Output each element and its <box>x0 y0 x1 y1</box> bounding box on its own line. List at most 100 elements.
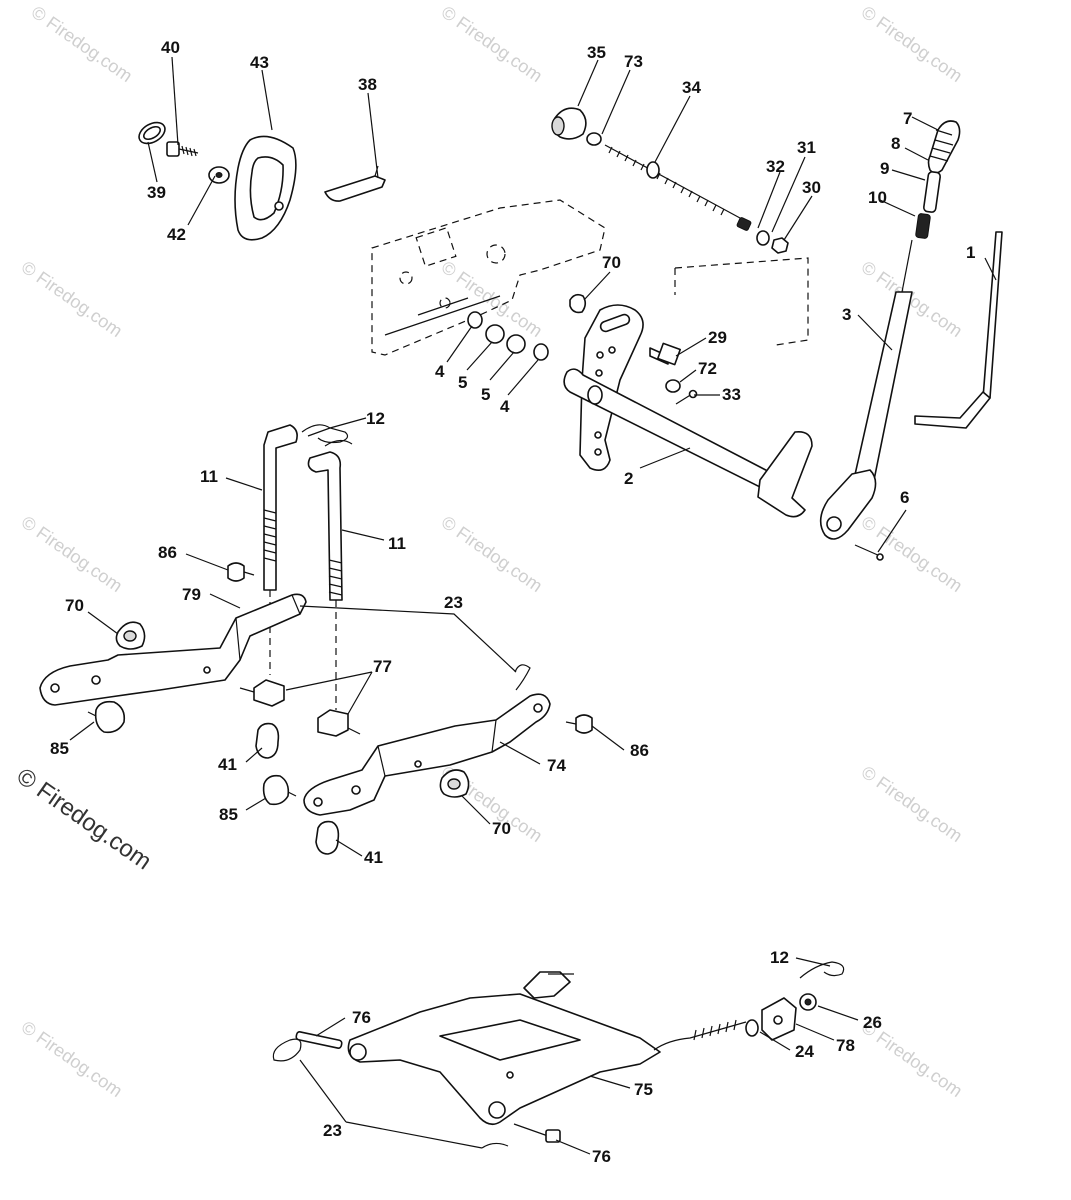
callout-8: 8 <box>891 134 900 153</box>
part-40-bolt <box>166 141 199 157</box>
part-86-bolt-right <box>565 714 593 734</box>
callout-12-top: 12 <box>366 409 385 428</box>
part-79-arm <box>39 593 307 706</box>
watermark: © Firedog.com <box>858 762 966 846</box>
callout-86-left: 86 <box>158 543 177 562</box>
callout-72: 72 <box>698 359 717 378</box>
part-86-bolt-left <box>227 562 255 582</box>
part-2-shaft <box>563 368 813 518</box>
callout-10: 10 <box>868 188 887 207</box>
part-85-knob-left <box>87 700 126 734</box>
callout-79: 79 <box>182 585 201 604</box>
callout-43: 43 <box>250 53 269 72</box>
watermark-main: © Firedog.com <box>12 763 157 876</box>
callout-85-left: 85 <box>50 739 69 758</box>
part-11-link-left <box>263 424 298 675</box>
part-24-nut <box>745 1019 759 1037</box>
callout-77: 77 <box>373 657 392 676</box>
part-72-washer <box>665 379 681 393</box>
callout-41-bottom: 41 <box>364 848 383 867</box>
part-70-nut-right <box>439 769 470 798</box>
callout-39: 39 <box>147 183 166 202</box>
callout-31: 31 <box>797 138 816 157</box>
part-41-nut-a <box>255 722 280 759</box>
callout-40: 40 <box>161 38 180 57</box>
part-75-plate <box>347 993 661 1126</box>
callout-2: 2 <box>624 469 633 488</box>
callout-30: 30 <box>802 178 821 197</box>
part-70-nut-left <box>115 621 146 650</box>
part-33-screw <box>675 389 698 405</box>
part-23-clip-bottom <box>272 1038 302 1062</box>
callout-11-left: 11 <box>200 467 218 486</box>
part-85-knob-right <box>262 774 297 806</box>
callout-35: 35 <box>587 43 606 62</box>
part-23-clip-bottom-right <box>481 1142 509 1149</box>
callout-29: 29 <box>708 328 727 347</box>
watermark: © Firedog.com <box>858 512 966 596</box>
part-73-washer <box>586 132 602 146</box>
callout-9: 9 <box>880 159 889 178</box>
watermark: © Firedog.com <box>858 2 966 86</box>
part-74-arm <box>303 693 551 816</box>
part-23-clip-mid <box>514 664 531 691</box>
guide-line <box>674 257 809 346</box>
callout-4-right: 4 <box>500 397 510 416</box>
part-34-rod <box>604 144 741 219</box>
part-43-guide <box>234 135 297 241</box>
callout-23-bottom: 23 <box>323 1121 342 1140</box>
watermark: © Firedog.com <box>438 512 546 596</box>
part-75-rod <box>653 1019 747 1051</box>
callout-75: 75 <box>634 1080 653 1099</box>
part-30-nut <box>771 237 789 254</box>
part-76-pin-top <box>295 1031 343 1049</box>
rings-group <box>467 311 549 361</box>
watermark: © Firedog.com <box>858 257 966 341</box>
part-26-washer <box>799 993 817 1011</box>
part-35-knob <box>551 107 587 140</box>
callout-41-top: 41 <box>218 755 237 774</box>
part-75-stud <box>523 971 574 999</box>
callout-42: 42 <box>167 225 186 244</box>
watermark: © Firedog.com <box>18 512 126 596</box>
callout-70-top: 70 <box>602 253 621 272</box>
part-41-nut-b <box>315 820 340 855</box>
watermark-layer: © Firedog.com © Firedog.com © Firedog.co… <box>12 2 967 1101</box>
callout-6: 6 <box>900 488 909 507</box>
callout-74: 74 <box>547 756 566 775</box>
callout-78: 78 <box>836 1036 855 1055</box>
part-78-trunnion <box>761 997 797 1041</box>
frame-bracket <box>371 199 606 356</box>
watermark: © Firedog.com <box>28 2 136 86</box>
part-77-trunnion-right <box>317 709 361 737</box>
watermark: © Firedog.com <box>18 257 126 341</box>
callout-11-right: 11 <box>388 534 406 553</box>
part-3-lever <box>819 239 913 540</box>
part-1-rod <box>914 231 1003 429</box>
callout-12-bottom: 12 <box>770 948 789 967</box>
callout-32: 32 <box>766 157 785 176</box>
callout-85-right: 85 <box>219 805 238 824</box>
part-39-clip <box>138 121 166 145</box>
part-11-link-right <box>307 451 343 710</box>
part-70-nut-top <box>569 293 587 314</box>
callout-73: 73 <box>624 52 643 71</box>
callout-24: 24 <box>795 1042 814 1061</box>
part-12-clip-bottom <box>799 961 845 979</box>
callout-76-bottom: 76 <box>592 1147 611 1166</box>
callout-26: 26 <box>863 1013 882 1032</box>
callout-1: 1 <box>966 243 975 262</box>
part-12-clips <box>301 424 353 447</box>
watermark: © Firedog.com <box>438 2 546 86</box>
part-7-grip <box>927 120 961 174</box>
callout-70-left: 70 <box>65 596 84 615</box>
callout-86-right: 86 <box>630 741 649 760</box>
callout-76-top: 76 <box>352 1008 371 1027</box>
callout-4-left: 4 <box>435 362 445 381</box>
part-10-spring <box>915 213 931 239</box>
callout-34: 34 <box>682 78 701 97</box>
part-38-bracket <box>324 165 386 202</box>
part-31-washer <box>756 230 770 246</box>
callout-38: 38 <box>358 75 377 94</box>
